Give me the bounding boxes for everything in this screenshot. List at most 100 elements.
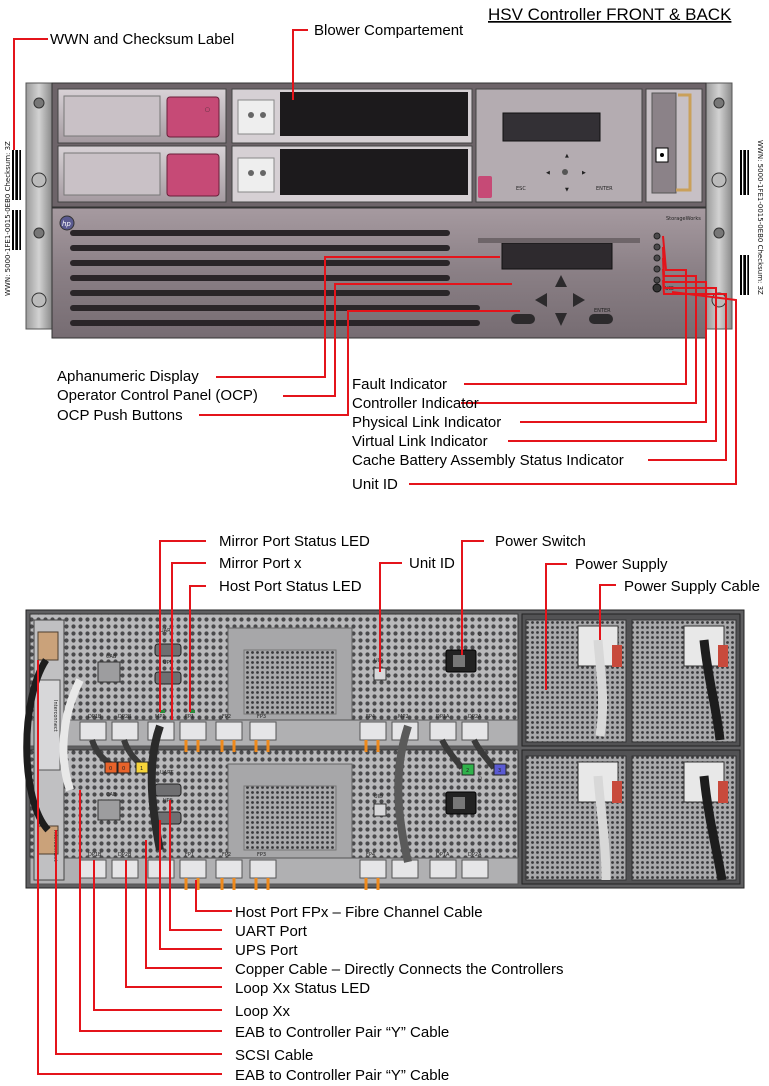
svg-text:CAB: CAB — [106, 654, 117, 660]
mirror-port-status-led — [160, 710, 165, 713]
esc-button — [511, 314, 535, 324]
svg-text:DP2B: DP2B — [118, 714, 132, 720]
svg-text:◀: ◀ — [546, 170, 550, 176]
wwn-text-left: WWN: 5000-1FE1-0015-0EB0 Checksum: 3Z — [4, 141, 12, 296]
wwn-text-right: WWN: 5000-1FE1-0015-0EB0 Checksum: 3Z — [756, 140, 764, 295]
svg-text:0: 0 — [122, 766, 125, 772]
host-port-status-led — [190, 710, 195, 713]
svg-text:UPS: UPS — [163, 798, 173, 804]
left-rack-rail — [25, 82, 53, 330]
bay-upper-left: ▢ — [57, 88, 227, 144]
fibre-channel-cables — [184, 740, 380, 890]
label-host-port-status-led: Host Port Status LED — [219, 578, 362, 595]
eab-connector — [37, 631, 59, 661]
controller-led — [653, 243, 661, 251]
svg-text:⏻: ⏻ — [478, 632, 482, 638]
svg-text:MP2: MP2 — [398, 714, 409, 720]
label-uart-port: UART Port — [235, 923, 308, 940]
physical-link-led — [653, 254, 661, 262]
uid-button — [652, 283, 662, 293]
rail-screw-icon — [31, 292, 47, 308]
svg-text:FP4: FP4 — [366, 852, 375, 858]
svg-text:2: 2 — [466, 768, 469, 774]
copper-cable — [147, 724, 164, 851]
svg-text:FP2: FP2 — [222, 714, 231, 720]
rail-screw-icon — [713, 97, 725, 109]
arrow-down-icon — [555, 313, 567, 326]
power-switch-upper: ⏻ — [445, 632, 482, 673]
label-unit-id-front: Unit ID — [352, 476, 398, 493]
cab-port — [97, 799, 121, 821]
fault-led — [653, 232, 661, 240]
label-ups-port: UPS Port — [235, 942, 298, 959]
label-mirror-port-status-led: Mirror Port Status LED — [219, 533, 370, 550]
ups-port — [154, 671, 182, 685]
svg-text:UPS: UPS — [163, 660, 173, 666]
label-eab-y-cable-1: EAB to Controller Pair “Y” Cable — [235, 1024, 449, 1041]
svg-text:StorageWorks: StorageWorks — [666, 216, 701, 222]
rail-screw-icon — [31, 172, 47, 188]
svg-text:UART: UART — [160, 628, 174, 634]
uart-port — [154, 783, 182, 797]
right-rack-rail — [705, 82, 733, 330]
svg-text:FP3: FP3 — [257, 714, 266, 720]
cache-battery-led — [653, 276, 661, 284]
power-supply-lower — [521, 749, 741, 885]
svg-text:FP1: FP1 — [185, 852, 194, 858]
bay-lower-left — [57, 145, 227, 203]
svg-text:ESC: ESC — [516, 186, 526, 192]
label-power-supply-cable: Power Supply Cable — [624, 578, 760, 595]
label-cache-battery-indicator: Cache Battery Assembly Status Indicator — [352, 452, 624, 469]
svg-text:0: 0 — [109, 766, 112, 772]
svg-text:UART: UART — [160, 770, 174, 776]
svg-text:DP2A: DP2A — [468, 714, 482, 720]
top-right-module — [645, 88, 703, 203]
lower-ports: CAB UART UPS — [97, 770, 182, 825]
blower-compartment-lower — [231, 145, 473, 203]
svg-text:DP1B: DP1B — [88, 852, 102, 858]
label-mirror-port: Mirror Port x — [219, 555, 302, 572]
svg-text:UID: UID — [374, 794, 383, 800]
bay-handle — [166, 153, 220, 197]
label-wwn-checksum: WWN and Checksum Label — [50, 31, 234, 48]
svg-text:3: 3 — [498, 768, 501, 774]
label-loop: Loop Xx — [235, 1003, 291, 1020]
power-supply-cable — [593, 775, 611, 881]
svg-text:1: 1 — [140, 766, 143, 772]
power-supply-upper — [521, 613, 741, 747]
label-eab-y-cable-2: EAB to Controller Pair “Y” Cable — [235, 1067, 449, 1084]
label-controller-indicator: Controller Indicator — [352, 395, 479, 412]
front-leader-lines — [13, 29, 737, 485]
arrow-right-icon — [573, 293, 585, 307]
wwn-label-left: WWN: 5000-1FE1-0015-0EB0 Checksum: 3Z — [4, 141, 21, 296]
enter-button — [589, 314, 613, 324]
scsi-cable — [59, 678, 84, 792]
svg-text:▼: ▼ — [565, 187, 569, 193]
loop-cable-tags: 0 0 1 2 3 — [104, 761, 507, 776]
copper-cable — [394, 724, 412, 863]
label-power-switch: Power Switch — [495, 533, 586, 550]
svg-text:ENTER: ENTER — [596, 186, 613, 192]
blower-compartment-upper — [231, 88, 473, 144]
svg-text:UID: UID — [374, 658, 383, 664]
unit-id-lower: UID — [373, 794, 387, 817]
svg-text:DP1A: DP1A — [436, 852, 450, 858]
svg-text:CAB: CAB — [106, 792, 117, 798]
svg-text:DP1B: DP1B — [88, 714, 102, 720]
svg-text:FP1: FP1 — [185, 714, 194, 720]
back-leader-lines — [37, 540, 616, 1075]
enter-label: ENTER — [594, 308, 611, 314]
ocp-push-buttons — [511, 275, 613, 326]
rail-screw-icon — [711, 172, 727, 188]
wwn-label-right: WWN: 5000-1FE1-0015-0EB0 Checksum: 3Z — [740, 140, 764, 295]
svg-text:▢: ▢ — [205, 107, 210, 113]
back-view: Interconnect Interconnect CAB UART UPS C… — [23, 533, 760, 1084]
power-supply-cable — [699, 639, 725, 741]
svg-text:MP1: MP1 — [155, 714, 166, 720]
power-supply-cable — [699, 775, 727, 881]
rail-screw-icon — [33, 97, 45, 109]
label-operator-control-panel: Operator Control Panel (OCP) — [57, 387, 258, 404]
diagram-title: HSV Controller FRONT & BACK — [488, 5, 732, 24]
rail-screw-icon — [33, 227, 45, 239]
